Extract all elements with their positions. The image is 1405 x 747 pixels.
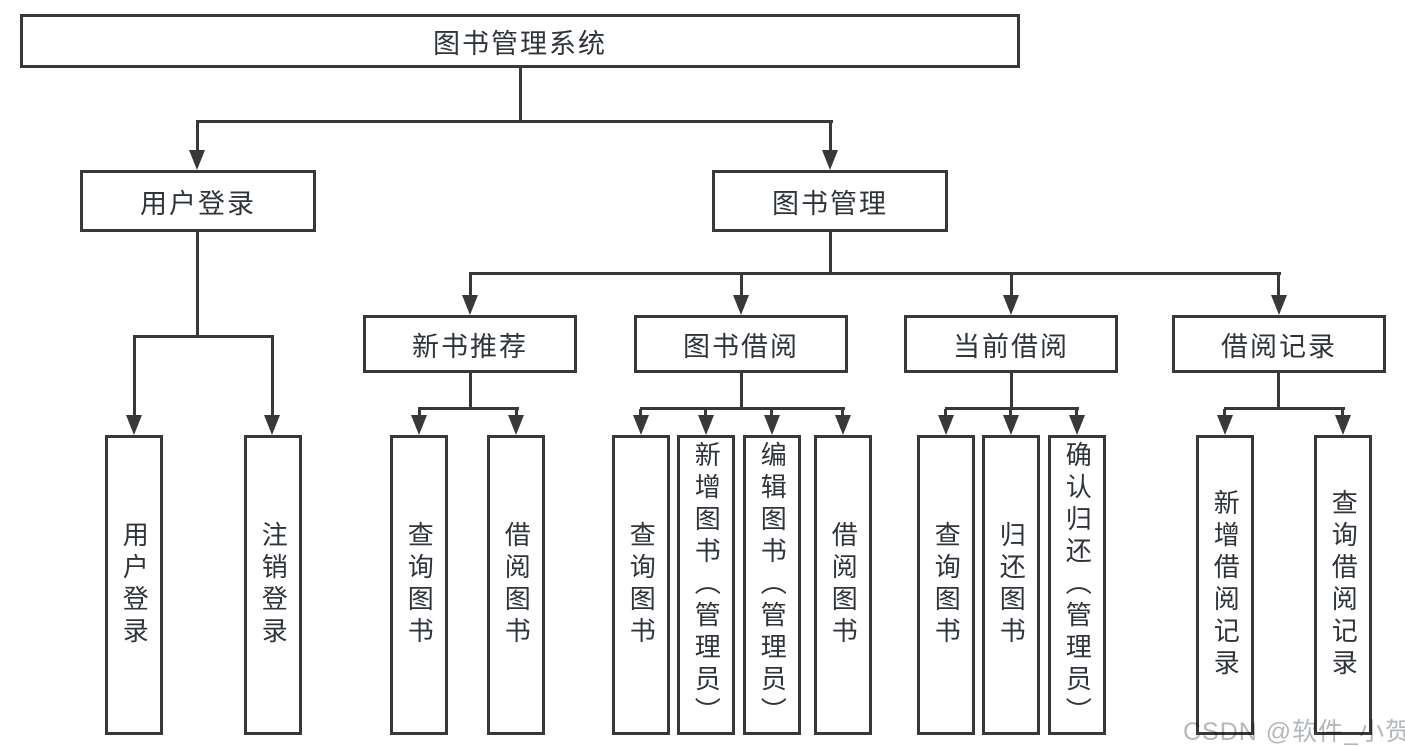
leaf-newbook-query-books: 查询图书 <box>390 435 448 735</box>
leaf-newbook-query-books-label: 查询图书 <box>404 521 435 649</box>
connector-vline <box>639 409 642 417</box>
connector-vline <box>133 337 136 417</box>
node-root: 图书管理系统 <box>20 14 1020 68</box>
connector-vline <box>1010 274 1013 297</box>
arrow-down-icon <box>733 295 749 315</box>
connector-vline <box>519 68 522 122</box>
leaf-borrow-borrow-books-label: 借阅图书 <box>828 521 859 649</box>
connector-vline <box>469 274 472 297</box>
connector-hline <box>1224 407 1345 410</box>
leaf-current-query-books-label: 查询图书 <box>931 521 962 649</box>
arrow-down-icon <box>938 415 954 435</box>
connector-vline <box>196 232 199 337</box>
connector-vline <box>1075 409 1078 417</box>
connector-vline <box>1277 274 1280 297</box>
connector-vline <box>1009 409 1012 417</box>
leaf-borrow-edit-books-admin: 编辑图书（管理员） <box>743 435 801 735</box>
connector-vline <box>740 274 743 297</box>
connector-vline <box>770 409 773 417</box>
connector-vline <box>418 409 421 417</box>
arrow-down-icon <box>508 415 524 435</box>
connector-vline <box>515 409 518 417</box>
arrow-down-icon <box>1003 295 1019 315</box>
leaf-newbook-borrow-books-label: 借阅图书 <box>501 521 532 649</box>
leaf-records-query-record-label: 查询借阅记录 <box>1328 489 1359 681</box>
connector-hline <box>945 407 1079 410</box>
node-current-borrow-label: 当前借阅 <box>953 331 1069 362</box>
arrow-down-icon <box>822 150 838 170</box>
connector-hline <box>196 120 833 123</box>
leaf-borrow-add-books-admin: 新增图书（管理员） <box>677 435 735 735</box>
connector-hline <box>469 272 1281 275</box>
node-new-book-recommend-label: 新书推荐 <box>412 331 528 362</box>
node-book-borrow: 图书借阅 <box>634 315 848 373</box>
node-borrow-records-label: 借阅记录 <box>1221 331 1337 362</box>
leaf-logout-label: 注销登录 <box>258 521 289 649</box>
arrow-down-icon <box>1003 415 1019 435</box>
arrow-down-icon <box>835 415 851 435</box>
connector-vline <box>704 409 707 417</box>
arrow-down-icon <box>1335 415 1351 435</box>
leaf-current-confirm-return-admin-label: 确认归还（管理员） <box>1062 441 1093 729</box>
arrow-down-icon <box>462 295 478 315</box>
node-current-borrow: 当前借阅 <box>904 315 1118 373</box>
node-new-book-recommend: 新书推荐 <box>363 315 577 373</box>
csdn-watermark: CSDN @软件_小贺同学 <box>1183 718 1405 746</box>
connector-vline <box>1223 409 1226 417</box>
connector-vline <box>196 122 199 152</box>
leaf-newbook-borrow-books: 借阅图书 <box>487 435 545 735</box>
leaf-records-query-record: 查询借阅记录 <box>1314 435 1372 735</box>
arrow-down-icon <box>1069 415 1085 435</box>
leaf-records-add-record: 新增借阅记录 <box>1196 435 1254 735</box>
leaf-current-confirm-return-admin: 确认归还（管理员） <box>1048 435 1106 735</box>
connector-vline <box>1010 373 1013 409</box>
connector-vline <box>829 232 832 274</box>
leaf-borrow-add-books-admin-label: 新增图书（管理员） <box>691 441 722 729</box>
connector-hline <box>133 335 274 338</box>
arrow-down-icon <box>189 150 205 170</box>
leaf-current-return-books-label: 归还图书 <box>996 521 1027 649</box>
connector-vline <box>1341 409 1344 417</box>
arrow-down-icon <box>1217 415 1233 435</box>
node-book-borrow-label: 图书借阅 <box>683 331 799 362</box>
arrow-down-icon <box>264 415 280 435</box>
leaf-borrow-edit-books-admin-label: 编辑图书（管理员） <box>757 441 788 729</box>
connector-hline <box>640 407 845 410</box>
connector-vline <box>740 373 743 409</box>
connector-vline <box>944 409 947 417</box>
leaf-user-login-label: 用户登录 <box>119 521 150 649</box>
connector-vline <box>469 373 472 409</box>
arrow-down-icon <box>1271 295 1287 315</box>
arrow-down-icon <box>633 415 649 435</box>
node-book-management: 图书管理 <box>712 170 948 232</box>
leaf-borrow-borrow-books: 借阅图书 <box>814 435 872 735</box>
node-borrow-records: 借阅记录 <box>1172 315 1386 373</box>
connector-vline <box>829 122 832 152</box>
arrow-down-icon <box>126 415 142 435</box>
node-book-management-label: 图书管理 <box>772 188 888 219</box>
node-root-label: 图书管理系统 <box>433 28 607 59</box>
connector-vline <box>271 337 274 417</box>
node-user-login-label: 用户登录 <box>140 188 256 219</box>
connector-vline <box>1277 373 1280 409</box>
leaf-borrow-query-books-label: 查询图书 <box>626 521 657 649</box>
arrow-down-icon <box>411 415 427 435</box>
leaf-logout: 注销登录 <box>244 435 302 735</box>
arrow-down-icon <box>764 415 780 435</box>
leaf-current-query-books: 查询图书 <box>917 435 975 735</box>
leaf-current-return-books: 归还图书 <box>982 435 1040 735</box>
leaf-records-add-record-label: 新增借阅记录 <box>1210 489 1241 681</box>
arrow-down-icon <box>698 415 714 435</box>
connector-vline <box>841 409 844 417</box>
connector-hline <box>418 407 519 410</box>
node-user-login: 用户登录 <box>80 170 316 232</box>
leaf-borrow-query-books: 查询图书 <box>612 435 670 735</box>
leaf-user-login: 用户登录 <box>105 435 163 735</box>
